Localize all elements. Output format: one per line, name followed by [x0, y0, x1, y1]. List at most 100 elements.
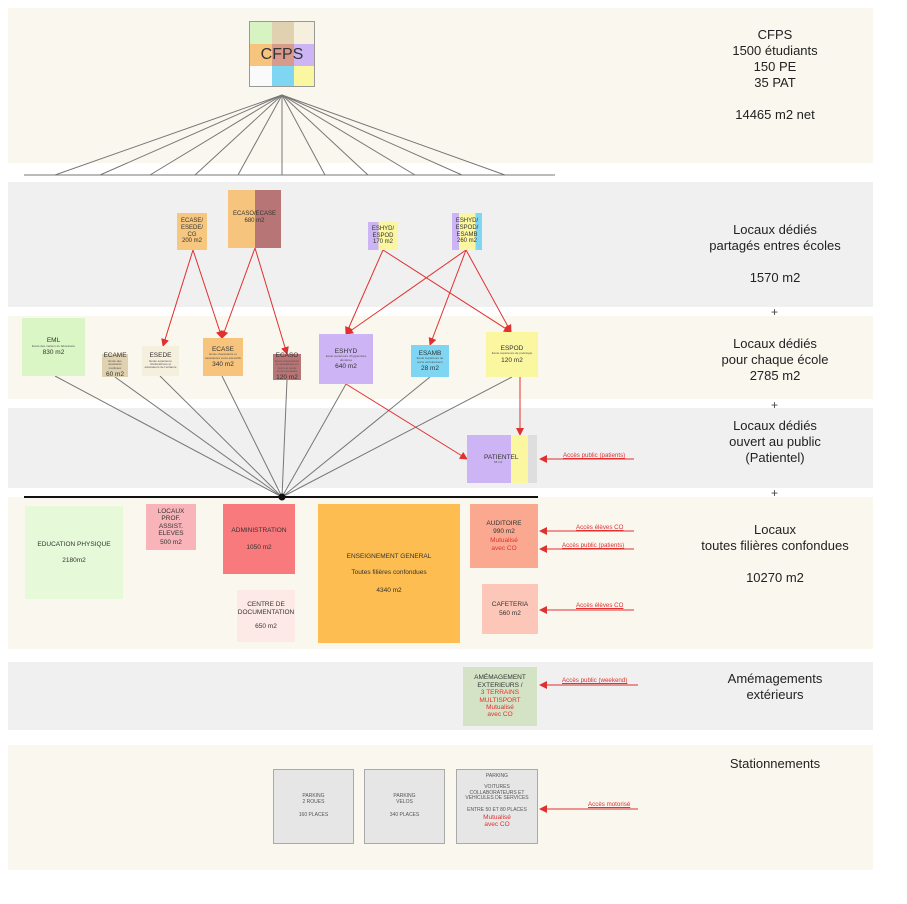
box-label: ECASE/ [180, 217, 203, 224]
access-public-patients-2-label: Accès public (patients) [562, 542, 625, 549]
box-label: LOCAUX [157, 507, 185, 515]
public-title-3: (Patientel) [745, 450, 805, 465]
exterior-title-2: extérieurs [746, 687, 804, 702]
box-label: VELOS [396, 798, 413, 805]
box-espod: ESPOD Ecole supérieure de podologie 120 … [486, 332, 538, 377]
schools-summary: Locaux dédiés pour chaque école 2785 m2 [690, 336, 860, 384]
common-area: 10270 m2 [746, 570, 804, 585]
access-cafeteria-co-label: Accès élèves CO [576, 602, 624, 609]
box-label: EXTERIEURS / [477, 681, 523, 689]
box-area: 68 m2 [494, 460, 503, 465]
box-area: 200 m2 [181, 238, 202, 245]
box-ecaso: ECASO Ecole d'assistants et assistantes … [273, 352, 301, 382]
box-label: PARKING [302, 792, 325, 799]
band-exterior [8, 662, 873, 730]
box-label: PROF. [161, 515, 181, 523]
box-note: avec CO [487, 711, 513, 719]
box-label: PARKING [485, 773, 509, 779]
box-education-physique: EDUCATION PHYSIQUE 2180m2 [25, 506, 123, 599]
public-summary: Locaux dédiés ouvert au public (Patiente… [690, 418, 860, 466]
cfps-area: 14465 m2 net [735, 107, 815, 122]
box-title: ENSEIGNEMENT GENERAL [346, 552, 432, 560]
box-note: 3 TERRAINS [480, 689, 520, 697]
box-area: 500 m2 [160, 538, 182, 546]
box-area: 680 m2 [244, 217, 265, 224]
shared-area: 1570 m2 [749, 270, 801, 285]
box-esede: ESEDE Ecole supérieure d'éducatrices et … [142, 346, 179, 376]
box-area: 28 m2 [420, 364, 440, 372]
box-area: 640 m2 [335, 362, 357, 370]
public-title-1: Locaux dédiés [733, 418, 817, 433]
box-label: ESAMB [456, 231, 478, 238]
box-patientel-text: PATIENTEL 68 m2 [467, 435, 537, 483]
box-title: ESPOD [500, 344, 524, 352]
box-enseignement-general: ENSEIGNEMENT GENERAL Toutes filières con… [318, 504, 460, 643]
box-eml: EML Ecole des métiers du laboratoire 830… [22, 318, 85, 376]
box-title: ESAMB [418, 349, 442, 357]
box-subtitle: Ecole supérieure de podologie [491, 351, 533, 356]
box-title: PATIENTEL [484, 453, 519, 461]
box-label: VOITURES [484, 783, 510, 790]
box-parking-velos: PARKING VELOS 340 PLACES [364, 769, 445, 844]
box-area: 60 m2 [105, 371, 125, 379]
box-label: PARKING [393, 792, 416, 799]
common-summary: Locaux toutes filières confondues 10270 … [690, 522, 860, 586]
box-area: 120 m2 [501, 356, 523, 364]
box-parking-voitures: PARKING VOITURES COLLABORATEURS ET VEHIC… [456, 769, 538, 844]
box-subtitle: Ecole d'assistants et assistantes en soi… [275, 358, 299, 373]
box-ecame: ECAME Ecole des assistants médicaux 60 m… [102, 352, 128, 379]
box-parking-2-roues: PARKING 2 ROUES 160 PLACES [273, 769, 354, 844]
shared-title-1: Locaux dédiés [733, 222, 817, 237]
band-cfps [8, 8, 873, 163]
cfps-students: 1500 étudiants [732, 43, 818, 58]
schools-title-1: Locaux dédiés [733, 336, 817, 351]
box-subtitle: Ecole d'assistants et assistantes socio-… [205, 352, 241, 360]
cfps-pe: 150 PE [753, 59, 797, 74]
cfps-logo-text: CFPS [260, 46, 304, 63]
box-title: EML [46, 337, 61, 345]
box-auditoire: AUDITOIRE 990 m2 Mutualisé avec CO [470, 504, 538, 568]
shared-title-2: partagés entres écoles [709, 238, 841, 253]
box-centre-documentation: CENTRE DE DOCUMENTATION 650 m2 [237, 590, 295, 642]
plus-sign-1: + [771, 305, 779, 319]
box-subtitle: Ecole des métiers du laboratoire [31, 343, 76, 348]
box-title: ESEDE [149, 352, 172, 360]
box-subtitle: Ecole des assistants médicaux [108, 358, 122, 370]
box-label: DOCUMENTATION [237, 608, 295, 616]
box-eshyd: ESHYD Ecole supérieure d'hygiénistes den… [319, 334, 373, 384]
box-area: 170 m2 [372, 239, 393, 246]
box-label: ESHYD/ [455, 217, 479, 224]
box-label: AMÉMAGEMENT [474, 674, 526, 682]
box-note: avec CO [491, 544, 517, 552]
box-cafeteria: CAFETERIA 560 m2 [482, 584, 538, 634]
box-label: ESPOD [372, 232, 394, 239]
box-label: COLLABORATEURS ET [469, 789, 525, 796]
box-subtitle: Ecole supérieure d'éducatrices et éducat… [144, 358, 177, 370]
box-note: Mutualisé [483, 813, 511, 821]
box-title: ESHYD [334, 347, 358, 355]
schools-title-2: pour chaque école [721, 352, 829, 367]
box-administration: ADMINISTRATION 1050 m2 [223, 504, 295, 574]
box-area: 340 m2 [212, 360, 234, 368]
schools-area: 2785 m2 [749, 368, 801, 383]
box-patientel: PATIENTEL 68 m2 [467, 435, 537, 483]
box-ecaso-ecase-text: ECASO/ECASE 680 m2 [228, 190, 281, 248]
box-area: 120 m2 [276, 374, 298, 382]
box-title: CAFETERIA [491, 601, 529, 609]
box-subtitle: Toutes filières confondues [351, 569, 427, 577]
box-label: CG [187, 231, 197, 238]
plus-sign-2: + [771, 398, 779, 412]
box-title: AUDITOIRE [486, 519, 522, 527]
box-area: 2180m2 [62, 556, 86, 564]
box-label: ECASO/ECASE [232, 211, 276, 217]
box-esamb: ESAMB Ecole supérieure de soins ambulanc… [411, 345, 449, 377]
box-subtitle: Ecole supérieure de soins ambulanciers [416, 356, 444, 364]
box-area: 1050 m2 [246, 544, 272, 551]
exterior-title-1: Amémagements [727, 671, 823, 686]
access-motorise-label: Accès motorisé [588, 801, 631, 808]
parking-summary: Stationnements [690, 756, 860, 772]
box-eshyd-espod: ESHYD/ ESPOD 170 m2 [368, 222, 398, 250]
box-area: 990 m2 [493, 528, 515, 536]
shared-summary: Locaux dédiés partagés entres écoles 157… [690, 222, 860, 286]
